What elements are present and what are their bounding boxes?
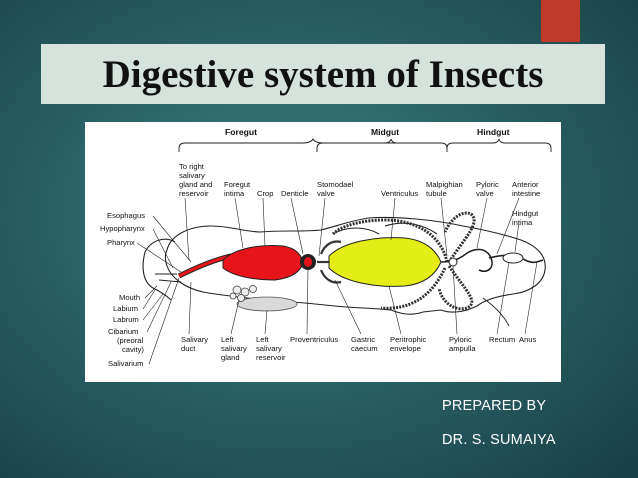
- malpighian-tubules: [331, 211, 476, 311]
- label-salivarium: Salivarium: [108, 359, 143, 368]
- label-esophagus: Esophagus: [107, 211, 145, 220]
- label-peritrophic-envelope: Peritrophic envelope: [390, 335, 428, 353]
- gastric-caecum-shape: [317, 240, 342, 284]
- label-right-salivary: To right salivary gland and reservoir: [179, 162, 215, 198]
- label-proventriculus: Proventriculus: [290, 335, 338, 344]
- rectum-shape: [502, 252, 524, 264]
- label-mouth: Mouth: [119, 293, 140, 302]
- label-foregut-intima: Foregut intima: [224, 180, 252, 198]
- label-labium: Labium: [113, 304, 138, 313]
- section-foregut: Foregut: [225, 127, 257, 137]
- label-anterior-intestine: Anterior intestine: [512, 180, 541, 198]
- label-gastric-caecum: Gastric caecum: [351, 335, 378, 353]
- leader-lines: [136, 197, 538, 365]
- label-rectum: Rectum: [489, 335, 515, 344]
- label-malpighian-tubule: Malpighian tubule: [426, 180, 465, 198]
- salivary-reservoir-shape: [236, 296, 298, 312]
- prepared-by-label: PREPARED BY: [442, 398, 547, 414]
- label-pyloric-valve: Pyloric valve: [476, 180, 501, 198]
- label-left-salivary-reservoir: Left salivary reservoir: [256, 335, 286, 362]
- label-hindgut-intima: Hindgut intima: [512, 209, 540, 227]
- label-labrum: Labrum: [113, 315, 139, 324]
- label-denticle: Denticle: [281, 189, 308, 198]
- title-box: Digestive system of Insects: [41, 44, 605, 104]
- label-crop: Crop: [257, 189, 273, 198]
- label-pyloric-ampulla: Pyloric ampulla: [449, 335, 476, 353]
- slide-title: Digestive system of Insects: [102, 52, 544, 96]
- label-cibarium: Cibarium (preoral cavity): [108, 327, 145, 354]
- label-stomodael-valve: Stomodael valve: [317, 180, 355, 198]
- salivary-gland-shape: [229, 285, 257, 302]
- label-pharynx: Pharynx: [107, 238, 135, 247]
- pyloric-ampulla-shape: [448, 257, 458, 267]
- label-ventriculus: Ventriculus: [381, 189, 418, 198]
- diagram-svg: Foregut Midgut Hindgut To right salivary…: [100, 127, 552, 368]
- ventriculus-shape: [328, 237, 442, 287]
- author-name: DR. S. SUMAIYA: [442, 432, 556, 448]
- section-hindgut: Hindgut: [477, 127, 510, 137]
- accent-bar: [541, 0, 580, 42]
- label-salivary-duct: Salivary duct: [181, 335, 210, 353]
- section-brackets: [178, 137, 552, 152]
- section-midgut: Midgut: [371, 127, 399, 137]
- digestive-system-diagram: Foregut Midgut Hindgut To right salivary…: [85, 122, 561, 382]
- label-anus: Anus: [519, 335, 537, 344]
- crop-shape: [222, 245, 304, 281]
- label-hypopharynx: Hypopharynx: [100, 224, 145, 233]
- label-left-salivary-gland: Left salivary gland: [221, 335, 249, 362]
